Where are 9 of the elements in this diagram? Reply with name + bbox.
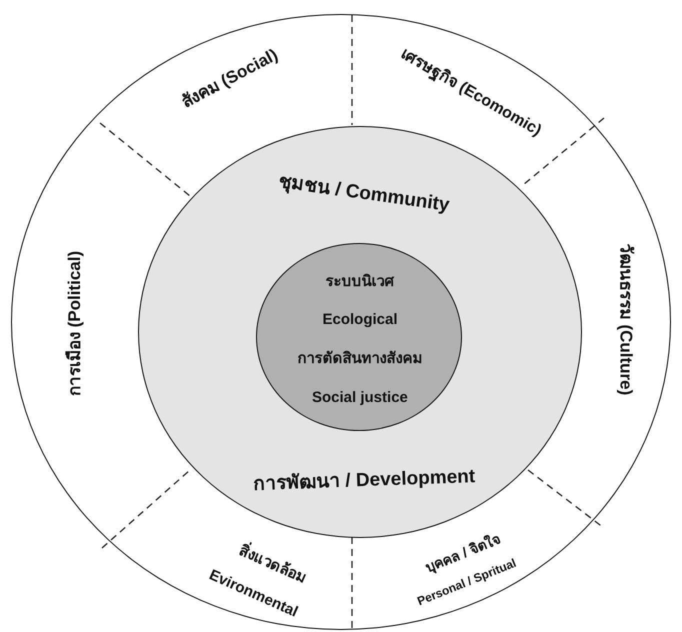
circle-label: การพัฒนา / Development [252, 465, 476, 497]
circle-label: Ecological [322, 310, 398, 328]
segment-label: การเมือง (Political) [64, 250, 85, 396]
circle-label: การตัดสินทางสังคม [298, 349, 422, 369]
circle-label: Social justice [312, 388, 408, 406]
circle-label: ชุมชน / Community [276, 170, 452, 218]
segment-label: วัฒนธรรม (Culture) [615, 243, 636, 395]
outer-circle [11, 14, 671, 630]
circle-label: ระบบนิเวศ [326, 272, 394, 292]
